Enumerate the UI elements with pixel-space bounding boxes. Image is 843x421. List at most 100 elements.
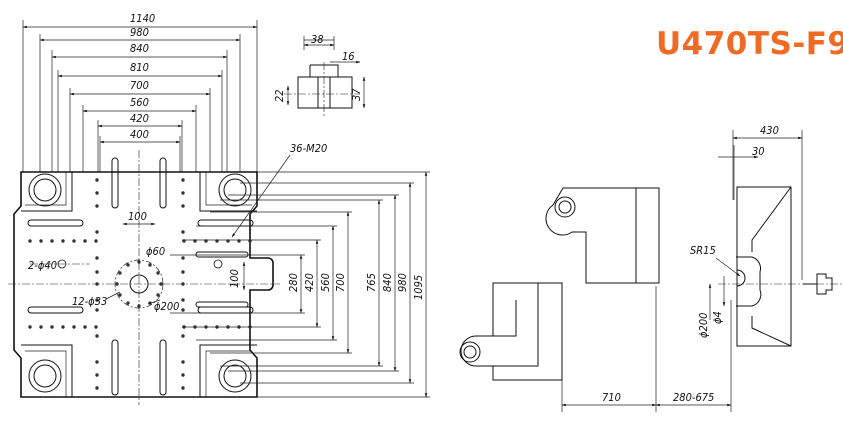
bolt-hole [95, 178, 99, 182]
bolt-hole [95, 386, 99, 390]
vdim-420: 420 [303, 273, 316, 292]
vdim-980: 980 [396, 273, 409, 292]
offset-label: 100 [128, 210, 147, 223]
bolt-hole [159, 282, 163, 286]
vdim-700: 700 [334, 273, 347, 292]
sr15-label: SR15 [690, 244, 716, 257]
bolt-hole [181, 334, 185, 338]
tie-bar-corners [21, 172, 257, 397]
vdim-280: 280 [287, 273, 300, 292]
bolt-hole [95, 373, 99, 377]
vertical-dimensions: 1095 980 840 765 700 560 420 280 [170, 171, 430, 398]
dim-700: 700 [130, 79, 149, 92]
dim-560: 560 [130, 96, 149, 109]
thread-label: 36-M20 [290, 142, 327, 155]
platen-outline [13, 171, 274, 398]
bolt-hole [181, 270, 185, 274]
bolt-hole [181, 230, 185, 234]
side-view: 430 30 SR15 ϕ200 ϕ4 710 280-675 [459, 124, 843, 412]
bolt-hole [148, 263, 152, 267]
center-offset-label: 100 [228, 269, 241, 288]
bolt-hole [28, 239, 32, 243]
bolt-hole [181, 204, 185, 208]
bolt-hole [181, 282, 185, 286]
bolt-hole [181, 373, 185, 377]
bolt-hole [137, 304, 141, 308]
slot-width-top: 38 [311, 33, 324, 46]
bolt-hole [95, 334, 99, 338]
bolt-hole [181, 308, 185, 312]
bolt-hole [95, 230, 99, 234]
center-hole-label: ϕ60 [146, 245, 165, 258]
bolt-hole [39, 325, 43, 329]
tie-bar-hole-top-right [218, 173, 252, 207]
dim-1140: 1140 [130, 12, 155, 25]
bolt-hole [72, 325, 76, 329]
bolt-hole [181, 191, 185, 195]
bolt-hole [95, 270, 99, 274]
bolt-hole [28, 325, 32, 329]
bolt-hole [115, 282, 119, 286]
bolt-hole [50, 239, 54, 243]
bolt-hole [181, 256, 185, 260]
t-slot-detail: 38 16 22 37 [273, 33, 366, 116]
center-hole [57, 259, 223, 309]
vdim-1095: 1095 [412, 275, 425, 300]
tie-bar-hole-bottom-right [218, 359, 252, 393]
front-platen-view: 1140 980 840 810 700 560 420 400 [8, 12, 430, 405]
bolt-hole [95, 191, 99, 195]
bolt-hole [95, 308, 99, 312]
bolt-hole [95, 282, 99, 286]
bolt-hole [39, 239, 43, 243]
slot-width-inner: 16 [342, 50, 355, 63]
bolt-hole [137, 260, 141, 264]
bolt-hole [156, 293, 160, 297]
bolt-hole [118, 293, 122, 297]
bolt-hole [61, 325, 65, 329]
dim-420: 420 [130, 112, 149, 125]
bolt-hole [94, 239, 98, 243]
bolt-hole [181, 178, 185, 182]
tie-bar-hole-bottom-left [28, 359, 62, 393]
bolt-hole [181, 298, 185, 302]
dim-430: 430 [760, 124, 779, 137]
dim-810: 810 [130, 61, 149, 74]
machine-model-title: U470TS-F9 [656, 26, 843, 62]
bolt-hole [156, 271, 160, 275]
tie-bar-hole-top-left [28, 173, 62, 207]
vdim-840: 840 [381, 273, 394, 292]
bolt-hole [181, 360, 185, 364]
dim-400: 400 [130, 128, 149, 141]
vdim-765: 765 [365, 273, 378, 292]
slot-height-left: 22 [273, 89, 286, 102]
bolt-hole [94, 325, 98, 329]
dim-840: 840 [130, 42, 149, 55]
side-holes-label: 2-ϕ40 [28, 259, 57, 272]
bolt-hole [95, 204, 99, 208]
bolt-hole [95, 360, 99, 364]
tie-bar-holes [28, 173, 252, 393]
bolt-hole [83, 325, 87, 329]
slot-height-right: 37 [350, 88, 363, 101]
dia-4-label: ϕ4 [711, 311, 724, 324]
dim-30: 30 [752, 145, 765, 158]
vdim-560: 560 [319, 273, 332, 292]
bolt-hole [72, 239, 76, 243]
dia-200-label: ϕ200 [697, 313, 710, 338]
bolt-hole [118, 271, 122, 275]
dim-980: 980 [130, 26, 149, 39]
dim-710: 710 [602, 391, 621, 404]
bolt-hole [126, 301, 130, 305]
bolt-hole [126, 263, 130, 267]
pitch-circle-label: ϕ200 [154, 300, 179, 313]
bolt-hole [181, 386, 185, 390]
circle-holes-label: 12-ϕ33 [72, 295, 107, 308]
bolt-hole [83, 239, 87, 243]
bolt-hole [95, 298, 99, 302]
bolt-hole [50, 325, 54, 329]
dim-stroke: 280-675 [673, 391, 714, 404]
bolt-hole [95, 256, 99, 260]
horizontal-dimensions: 1140 980 840 810 700 560 420 400 [22, 12, 258, 172]
t-slots [27, 157, 254, 396]
